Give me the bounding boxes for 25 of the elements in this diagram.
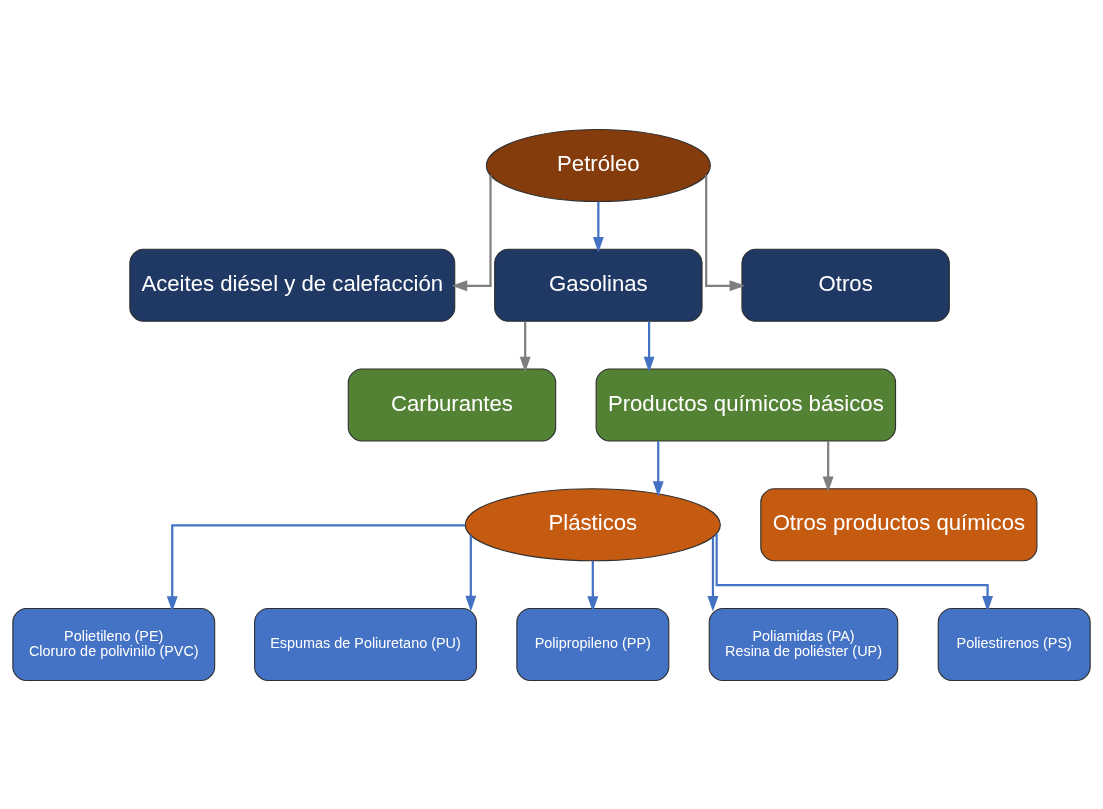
arrow: [652, 440, 664, 497]
node-box: Carburantes: [347, 367, 557, 442]
node-ellipse: Plásticos: [464, 487, 721, 561]
arrow: [587, 560, 599, 612]
node-box: Gasolinas: [494, 248, 703, 322]
arrow: [822, 440, 834, 492]
node-ellipse: Petróleo: [485, 128, 711, 202]
node-box: Aceites diésel y de calefacción: [129, 248, 456, 322]
arrow: [643, 321, 655, 372]
arrow: [705, 174, 746, 291]
arrow: [465, 534, 477, 611]
node-box: Poliestirenos (PS): [937, 607, 1091, 681]
node-box: Polipropileno (PP): [516, 607, 670, 681]
node-box: Espumas de Poliuretano (PU): [254, 607, 477, 681]
arrow: [592, 201, 604, 252]
arrow: [519, 321, 531, 372]
node-box: Otros: [741, 248, 950, 322]
arrow: [715, 533, 994, 612]
arrow: [707, 536, 719, 611]
node-box: Productos químicos básicos: [595, 367, 897, 442]
arrow: [451, 174, 492, 291]
node-box: Polietileno (PE) Cloruro de polivinilo (PVC): [12, 607, 216, 681]
node-box: Poliamidas (PA) Resina de poliéster (UP): [708, 607, 899, 681]
arrow: [166, 523, 466, 612]
node-box: Otros productos químicos: [760, 487, 1038, 561]
